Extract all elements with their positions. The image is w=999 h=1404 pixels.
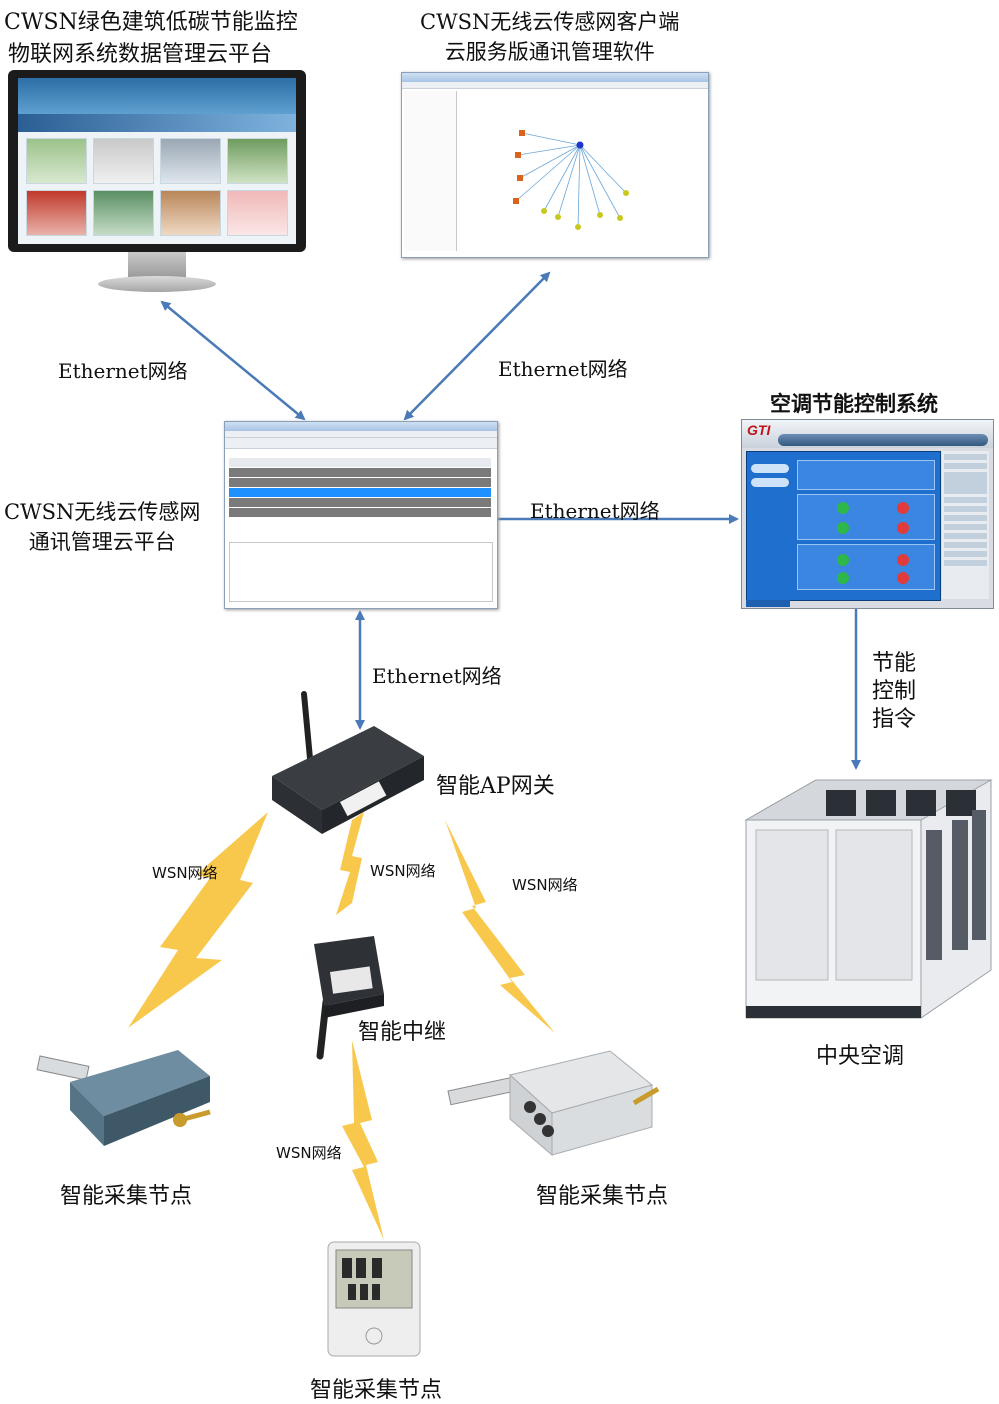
ap-gateway-label: 智能AP网关 (436, 774, 555, 799)
wsn-label-right: WSN网络 (512, 876, 578, 894)
cloud-platform-title: CWSN绿色建筑低碳节能监控 物联网系统数据管理云平台 (4, 4, 298, 68)
screen-tile (160, 138, 221, 184)
wsn-label-bottom: WSN网络 (276, 1144, 342, 1162)
arrow-monitor-to-platform (160, 300, 306, 421)
system-control-panel (797, 460, 935, 490)
start-button[interactable] (837, 572, 849, 584)
start-button[interactable] (837, 522, 849, 534)
collector-bottom-label: 智能采集节点 (310, 1378, 443, 1403)
stop-button[interactable] (897, 554, 909, 566)
collector-left-label: 智能采集节点 (60, 1184, 193, 1209)
table-row-selected (229, 488, 491, 497)
relay-device (314, 936, 384, 1060)
collector-node-right (447, 1050, 660, 1157)
table-row (229, 468, 491, 477)
table-row (229, 508, 491, 517)
client-software-window (401, 72, 709, 258)
wsn-label-left: WSN网络 (152, 864, 218, 882)
table-row (229, 498, 491, 507)
window-menubar (225, 431, 497, 438)
info-panel (229, 542, 493, 602)
ethernet-label-monitor: Ethernet网络 (58, 359, 188, 383)
monitor-screen (18, 78, 296, 244)
collector-node-left (36, 1050, 211, 1146)
ethernet-label-hvac: Ethernet网络 (530, 499, 660, 523)
run-mode-button[interactable] (751, 464, 789, 473)
management-platform-label: CWSN无线云传感网 通讯管理云平台 (4, 496, 200, 556)
management-platform-line2: 通讯管理云平台 (28, 530, 176, 554)
screen-tile (26, 190, 87, 236)
energy-command-line3: 指令 (872, 707, 917, 732)
screen-tile (227, 190, 288, 236)
energy-command-label: 节能 控制 指令 (872, 650, 916, 734)
client-software-title: CWSN无线云传感网客户端 云服务版通讯管理软件 (420, 6, 679, 66)
pump-control-panel (797, 494, 935, 540)
screen-tile (160, 190, 221, 236)
collector-node-bottom (327, 1241, 421, 1357)
monitor-screen-banner (18, 114, 296, 132)
screen-tile (93, 190, 154, 236)
exit-button[interactable] (746, 600, 790, 607)
monitor-screen-header (18, 78, 296, 114)
lightning-bolt-left (128, 812, 268, 1028)
energy-command-line1: 节能 (872, 651, 917, 676)
device-table (229, 458, 491, 518)
screen-tile (227, 138, 288, 184)
client-software-title-line1: CWSN无线云传感网客户端 (420, 10, 680, 34)
start-button[interactable] (837, 502, 849, 514)
ap-gateway-device (272, 691, 424, 834)
hvac-tab-bar (778, 434, 988, 446)
hvac-control-title: 空调节能控制系统 (770, 392, 938, 416)
table-row (229, 478, 491, 487)
stop-button[interactable] (897, 572, 909, 584)
hvac-status-sidebar (942, 451, 989, 599)
energy-command-line2: 控制 (872, 679, 917, 704)
monitor-screen-tiles (18, 132, 296, 242)
management-platform-window (224, 421, 498, 609)
lightning-bolt-bottom (342, 1040, 384, 1240)
table-header (229, 458, 491, 467)
monitor-neck (128, 252, 186, 278)
central-ac-label: 中央空调 (816, 1044, 905, 1069)
fan-control-panel (797, 544, 935, 590)
topology-graph (513, 130, 629, 230)
window-toolbar (402, 82, 708, 89)
hvac-main-panel (746, 451, 941, 601)
management-platform-line1: CWSN无线云传感网 (4, 500, 201, 524)
client-software-title-line2: 云服务版通讯管理软件 (444, 40, 655, 64)
window-titlebar (402, 73, 708, 82)
hvac-header: GTI (742, 420, 993, 448)
system-setting-button[interactable] (751, 478, 789, 487)
monitor-stand (98, 276, 216, 292)
ethernet-label-gateway: Ethernet网络 (372, 664, 502, 688)
stop-button[interactable] (897, 522, 909, 534)
relay-label: 智能中继 (358, 1020, 447, 1045)
screen-tile (26, 138, 87, 184)
ethernet-label-client: Ethernet网络 (498, 357, 628, 381)
device-tree-panel (404, 91, 457, 251)
lightning-bolt-right (445, 820, 555, 1033)
cloud-platform-title-line2: 物联网系统数据管理云平台 (8, 42, 273, 67)
lightning-bolt-relay (336, 812, 364, 915)
hvac-control-window: GTI (741, 419, 994, 609)
start-button[interactable] (837, 554, 849, 566)
window-titlebar (225, 422, 497, 431)
cloud-platform-monitor (8, 70, 308, 300)
wsn-label-relay: WSN网络 (370, 862, 436, 880)
screen-tile (93, 138, 154, 184)
arrow-client-to-platform (403, 271, 551, 421)
central-ac-chiller (744, 779, 993, 1019)
collector-right-label: 智能采集节点 (536, 1184, 669, 1209)
window-toolbar (225, 438, 497, 449)
gti-logo: GTI (747, 422, 771, 438)
cloud-platform-title-line1: CWSN绿色建筑低碳节能监控 (4, 10, 298, 35)
stop-button[interactable] (897, 502, 909, 514)
